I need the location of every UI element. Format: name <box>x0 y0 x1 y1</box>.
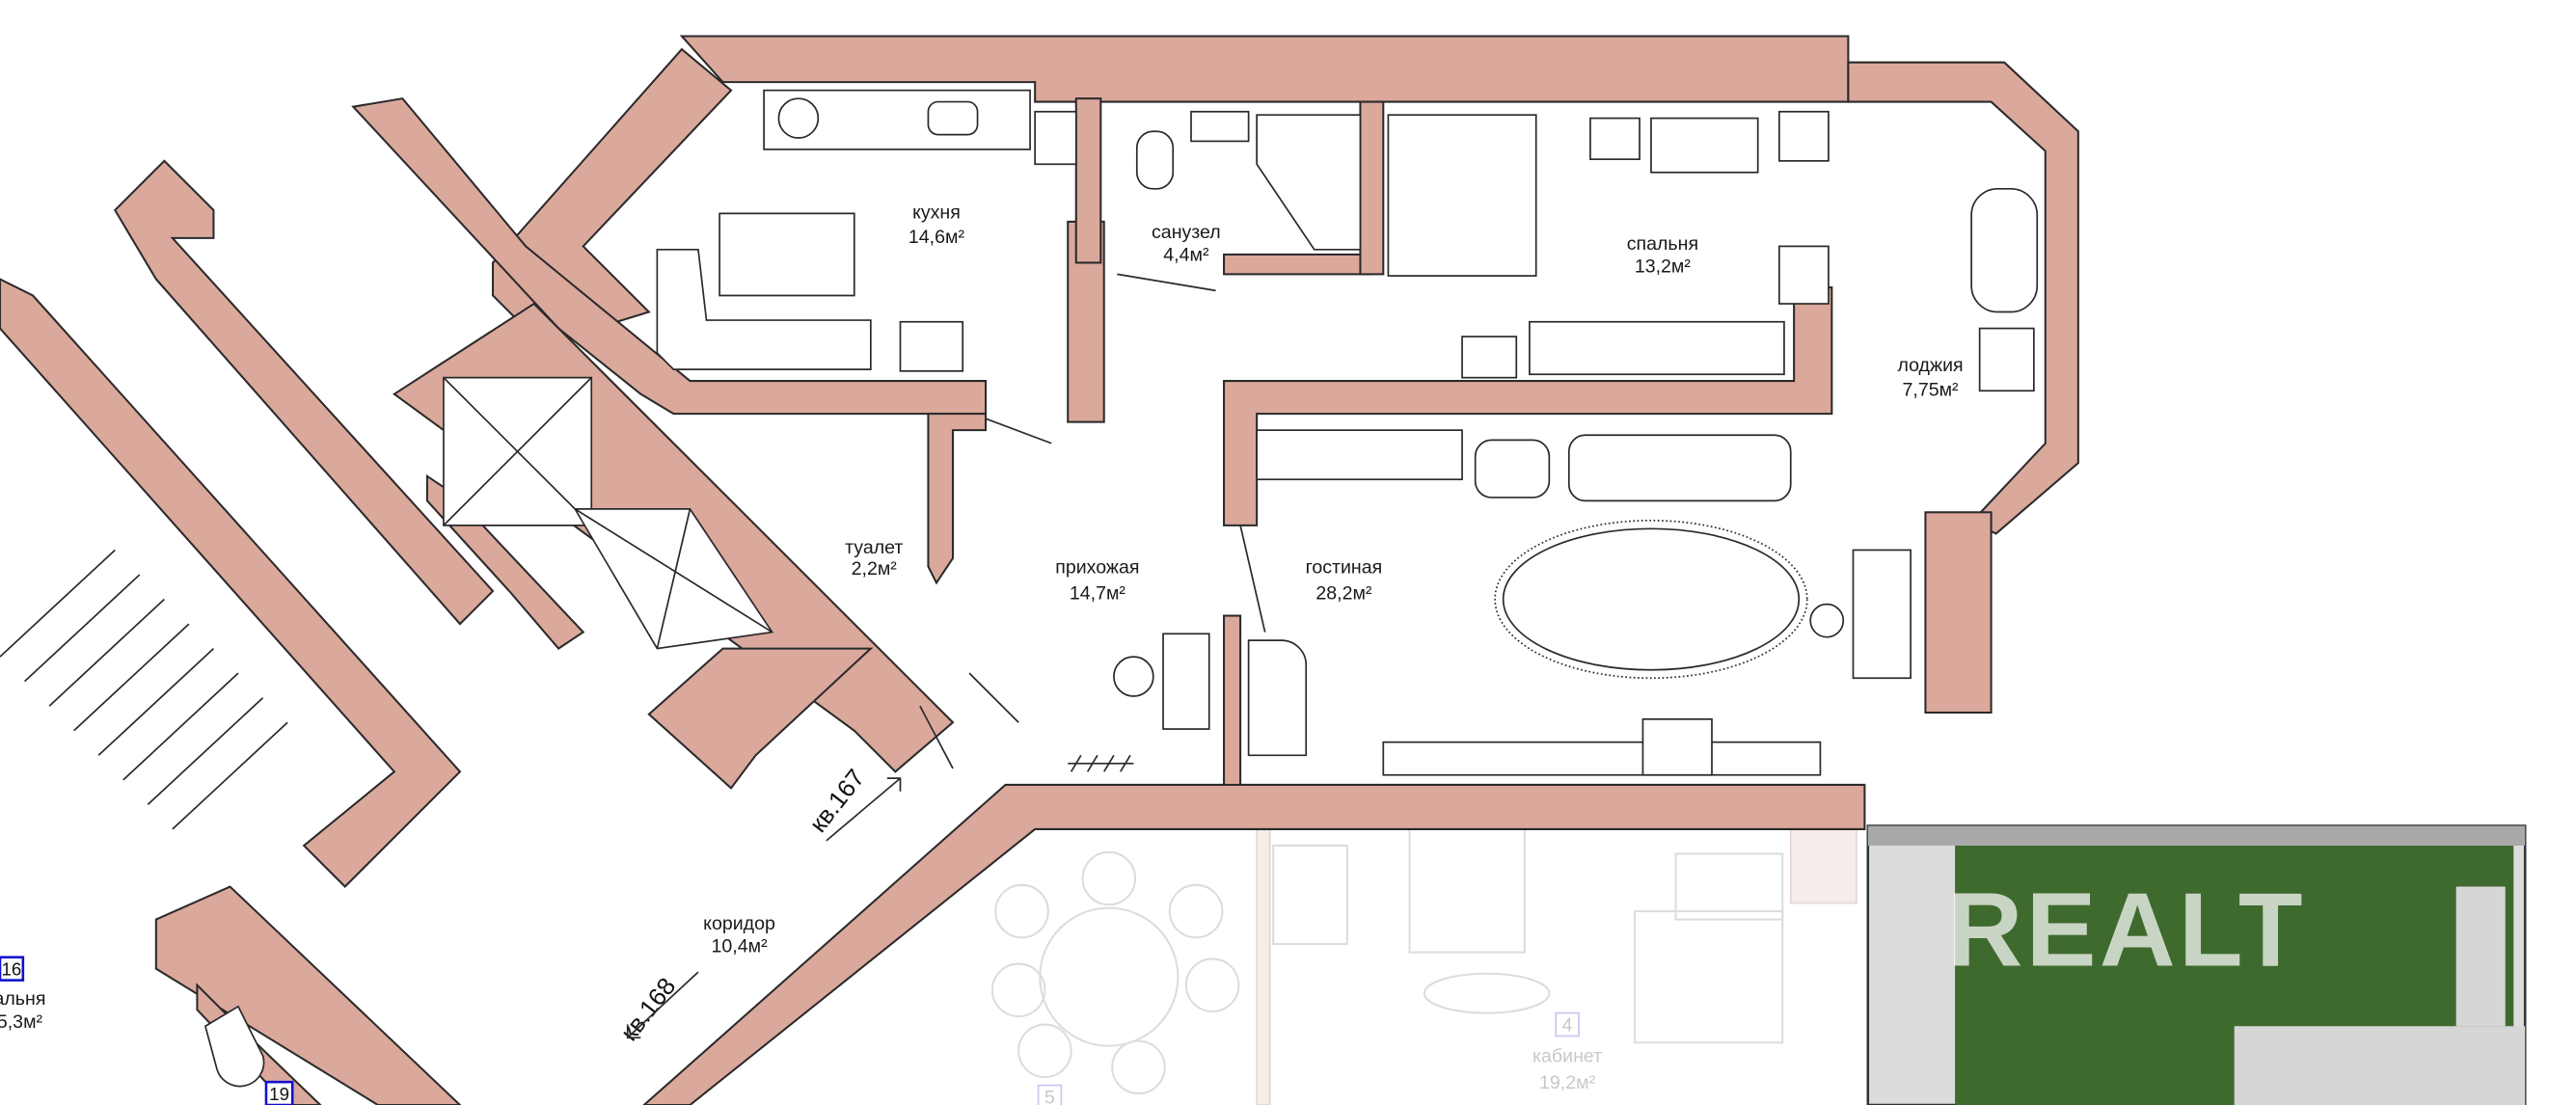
realt-watermark: REALT <box>1947 871 2306 988</box>
corridor-name: коридор <box>703 913 775 934</box>
kitchen-area: 14,6м² <box>908 227 965 248</box>
bedroom-name: спальня <box>1627 233 1698 255</box>
neighbor-plan-faded: 4 кабинет 19,2м² 5 <box>990 827 1857 1105</box>
apt-168-label: кв.168 <box>615 973 681 1046</box>
hallway-name: прихожая <box>1055 556 1139 578</box>
apt-168-arrow-icon <box>626 971 699 1039</box>
staircase <box>0 549 288 830</box>
left-room-name: альня <box>0 988 45 1010</box>
living-area: 28,2м² <box>1315 583 1372 605</box>
living-name: гостиная <box>1306 556 1383 578</box>
toilet-name: туалет <box>845 537 903 558</box>
office-area: 19,2м² <box>1539 1072 1596 1093</box>
dining-number: 5 <box>1044 1087 1055 1105</box>
apt-167-label: кв.167 <box>804 765 870 838</box>
wc-number: 19 <box>269 1084 289 1104</box>
office-name: кабинет <box>1532 1046 1602 1067</box>
furniture <box>0 89 2039 1088</box>
apt-167-arrow-icon <box>826 777 902 842</box>
office-number: 4 <box>1562 1014 1573 1036</box>
left-room-number: 16 <box>2 958 22 979</box>
left-room-area: 5,3м² <box>0 1011 43 1033</box>
loggia-name: лоджия <box>1897 355 1963 376</box>
bathroom-area: 4,4м² <box>1163 245 1209 266</box>
corridor-area: 10,4м² <box>711 936 768 957</box>
loggia-area: 7,75м² <box>1902 379 1959 400</box>
toilet-area: 2,2м² <box>852 558 898 579</box>
bedroom-area: 13,2м² <box>1635 256 1692 278</box>
hallway-area: 14,7м² <box>1070 583 1126 605</box>
kitchen-name: кухня <box>912 202 961 223</box>
bathroom-name: санузел <box>1152 222 1221 243</box>
terrace: REALT <box>1866 824 2527 1105</box>
